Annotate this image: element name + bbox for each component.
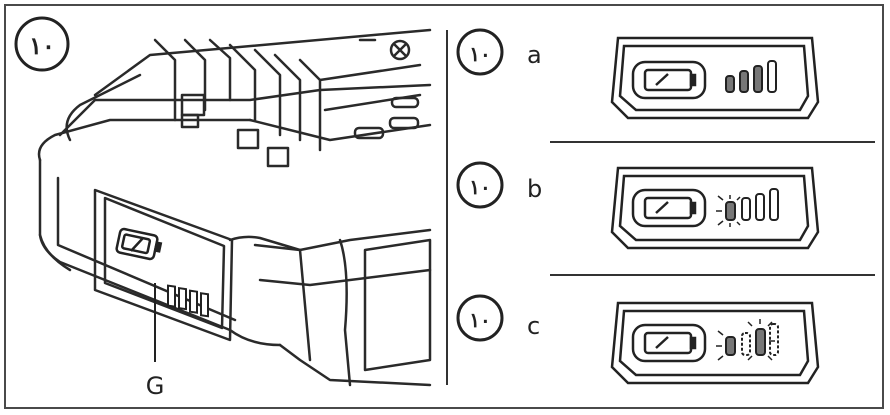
panel-b-bars xyxy=(725,188,779,221)
panel-c-badge-label: ١٠ xyxy=(469,308,490,332)
figure-frame xyxy=(4,4,884,409)
display-panel-a xyxy=(610,36,820,120)
panel-a: ١٠ a xyxy=(456,28,820,120)
main-step-badge: ١٠ xyxy=(14,16,70,72)
panel-b-badge xyxy=(456,161,504,209)
panel-a-letter: a xyxy=(527,41,542,69)
panel-c-badge xyxy=(456,294,504,342)
callout-label-g: G xyxy=(146,372,165,400)
panel-a-badge xyxy=(456,28,504,76)
panel-c-letter: c xyxy=(527,312,540,340)
panel-a-bars xyxy=(725,60,777,93)
panel-b: ١٠ b xyxy=(456,161,820,250)
main-step-badge-label: ١٠ xyxy=(29,31,55,60)
blink-rays-c xyxy=(716,319,775,361)
panel-b-badge-label: ١٠ xyxy=(469,175,490,199)
pack-charge-bars xyxy=(167,284,209,318)
display-panel-b xyxy=(610,166,820,250)
panel-c: ١٠ c xyxy=(456,294,820,385)
battery-icon xyxy=(115,227,163,261)
panel-a-badge-label: ١٠ xyxy=(469,42,490,66)
panel-b-letter: b xyxy=(527,175,542,203)
battery-pack-illustration xyxy=(37,28,432,387)
display-panel-c xyxy=(610,301,820,385)
blink-rays-b xyxy=(716,195,741,227)
panel-c-bars xyxy=(725,323,779,356)
